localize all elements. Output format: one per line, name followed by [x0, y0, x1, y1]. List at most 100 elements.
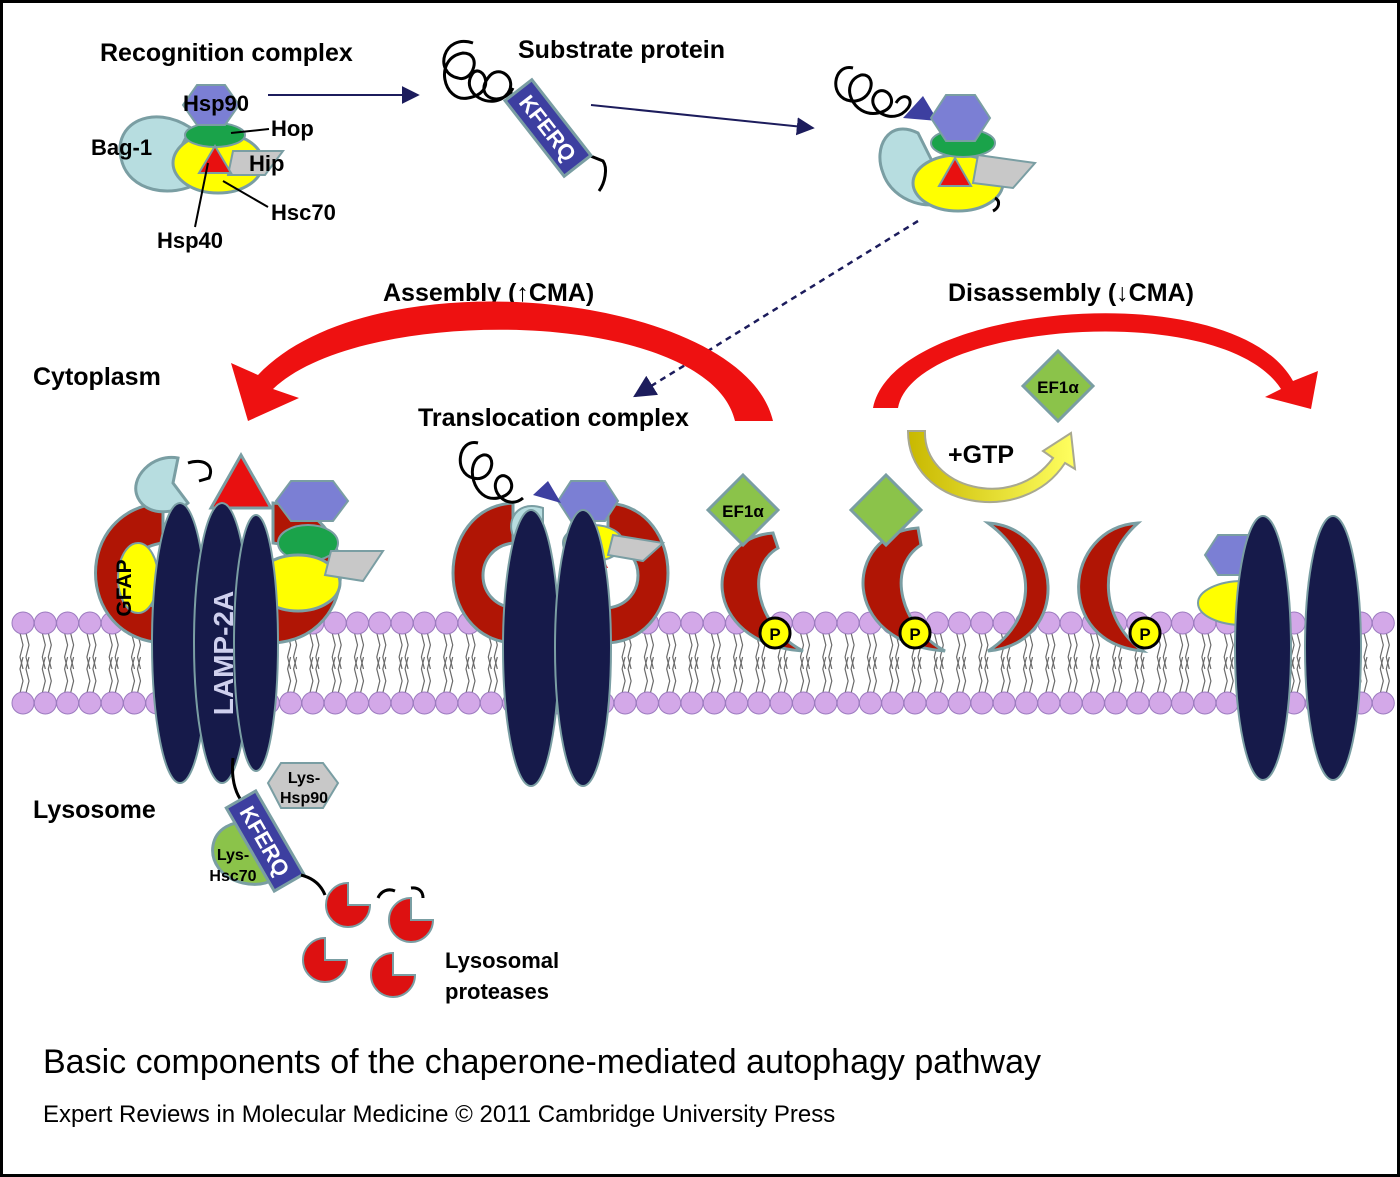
lys-hsp90: Lys- Hsp90 [266, 762, 340, 809]
lipid-head [33, 611, 57, 635]
lipid-head [1171, 611, 1195, 635]
lipid-head [948, 611, 972, 635]
lysosomal-proteases [302, 881, 435, 998]
proteases-label-2: proteases [445, 979, 549, 1004]
ef1a-label-free: EF1α [1037, 378, 1079, 397]
kferq-tag: KFERQ [502, 77, 594, 179]
substrate-bound-complex [834, 66, 1037, 213]
hsp90-shape [181, 84, 241, 126]
lipid-head [1059, 691, 1083, 715]
lipid-head [435, 691, 459, 715]
lipid-head [747, 691, 771, 715]
lipid-head [33, 691, 57, 715]
translocation-complex-label: Translocation complex [418, 404, 689, 432]
lipid-head [1081, 691, 1105, 715]
figure-credit: Expert Reviews in Molecular Medicine © 2… [43, 1101, 836, 1128]
disassembly-label: Disassembly (↓CMA) [948, 279, 1194, 307]
arrow-substrate-to-complex [590, 104, 815, 136]
lipid-head [635, 691, 659, 715]
lipid-head [769, 691, 793, 715]
lipid-head [1371, 691, 1395, 715]
gtp-arrow [906, 430, 1077, 504]
lipid-head [457, 691, 481, 715]
lipid-head [412, 691, 436, 715]
lipid-head [368, 611, 392, 635]
disassembly-arrow [873, 313, 1318, 409]
lipid-head [479, 691, 503, 715]
hip-shape [226, 150, 285, 176]
lipid-head [702, 691, 726, 715]
lipid-head [1126, 691, 1150, 715]
lipid-head [1037, 691, 1061, 715]
lipid-head [970, 691, 994, 715]
cma-diagram: Recognition complex Hsp90 Hop Bag-1 Hip … [11, 36, 1395, 1004]
middle-translocation-complex [451, 441, 670, 787]
phospho-label-2: P [909, 625, 920, 644]
lipid-head [1148, 691, 1172, 715]
lipid-head [1193, 691, 1217, 715]
lipid-head [56, 611, 80, 635]
lipid-head [836, 691, 860, 715]
lipid-head [279, 691, 303, 715]
hsc70-label: Hsc70 [271, 200, 336, 225]
lipid-head [323, 691, 347, 715]
lipid-head [1059, 611, 1083, 635]
hsp90-label: Hsp90 [183, 91, 249, 116]
right-lamp2a-complex [1197, 515, 1362, 781]
assembly-arrow [231, 301, 773, 421]
gfap-ef1a-complex-2: P [848, 472, 946, 653]
hop-shape [184, 122, 246, 148]
lipid-head [11, 611, 35, 635]
substrate-protein-label: Substrate protein [518, 36, 725, 64]
lipid-head [346, 691, 369, 715]
lipid-head [680, 611, 704, 635]
lipid-head [11, 691, 35, 715]
ef1a-free: EF1α [1020, 348, 1096, 424]
lipid-head [792, 691, 815, 715]
proteases-label-1: Lysosomal [445, 948, 559, 973]
lipid-head [702, 611, 726, 635]
lipid-head [613, 691, 637, 715]
gfap-label: GFAP [113, 559, 136, 616]
lipid-head [1104, 691, 1128, 715]
lysosome-label: Lysosome [33, 796, 156, 824]
lipid-head [814, 691, 838, 715]
lipid-head [1371, 611, 1395, 635]
bag1-label: Bag-1 [91, 135, 152, 160]
lipid-head [792, 611, 815, 635]
lipid-head [858, 691, 882, 715]
lipid-head [970, 611, 994, 635]
gtp-label: +GTP [948, 441, 1014, 469]
figure-caption: Basic components of the chaperone-mediat… [43, 1043, 1041, 1081]
lipid-head [78, 611, 102, 635]
lipid-head [992, 691, 1016, 715]
hip-label: Hip [249, 151, 284, 176]
lys-hsc70-label-1: Lys- [217, 847, 249, 864]
lipid-head [1215, 691, 1239, 715]
lipid-head [814, 611, 838, 635]
lamp2a-label: LAMP-2A [208, 591, 239, 715]
lipid-head [881, 691, 905, 715]
gfap-dimer: P [982, 521, 1162, 653]
lipid-head [390, 691, 414, 715]
lipid-head [836, 611, 860, 635]
lipid-head [903, 691, 927, 715]
lipid-head [56, 691, 80, 715]
lipid-head [725, 691, 749, 715]
lipid-head [301, 691, 325, 715]
phospho-label-3: P [1139, 625, 1150, 644]
phospho-label-1: P [769, 625, 780, 644]
lipid-head [925, 691, 949, 715]
lipid-head [346, 611, 369, 635]
lipid-head [1171, 691, 1195, 715]
lipid-head [78, 691, 102, 715]
lipid-head [100, 691, 124, 715]
hop-label: Hop [271, 116, 314, 141]
lys-hsp90-label-1: Lys- [288, 770, 320, 787]
recognition-complex-label: Recognition complex [100, 39, 353, 67]
lys-hsp90-label-2: Hsp90 [280, 790, 328, 807]
left-translocation-complex: GFAP LAMP-2A [94, 451, 385, 784]
lipid-head [412, 611, 436, 635]
lipid-head [658, 691, 682, 715]
